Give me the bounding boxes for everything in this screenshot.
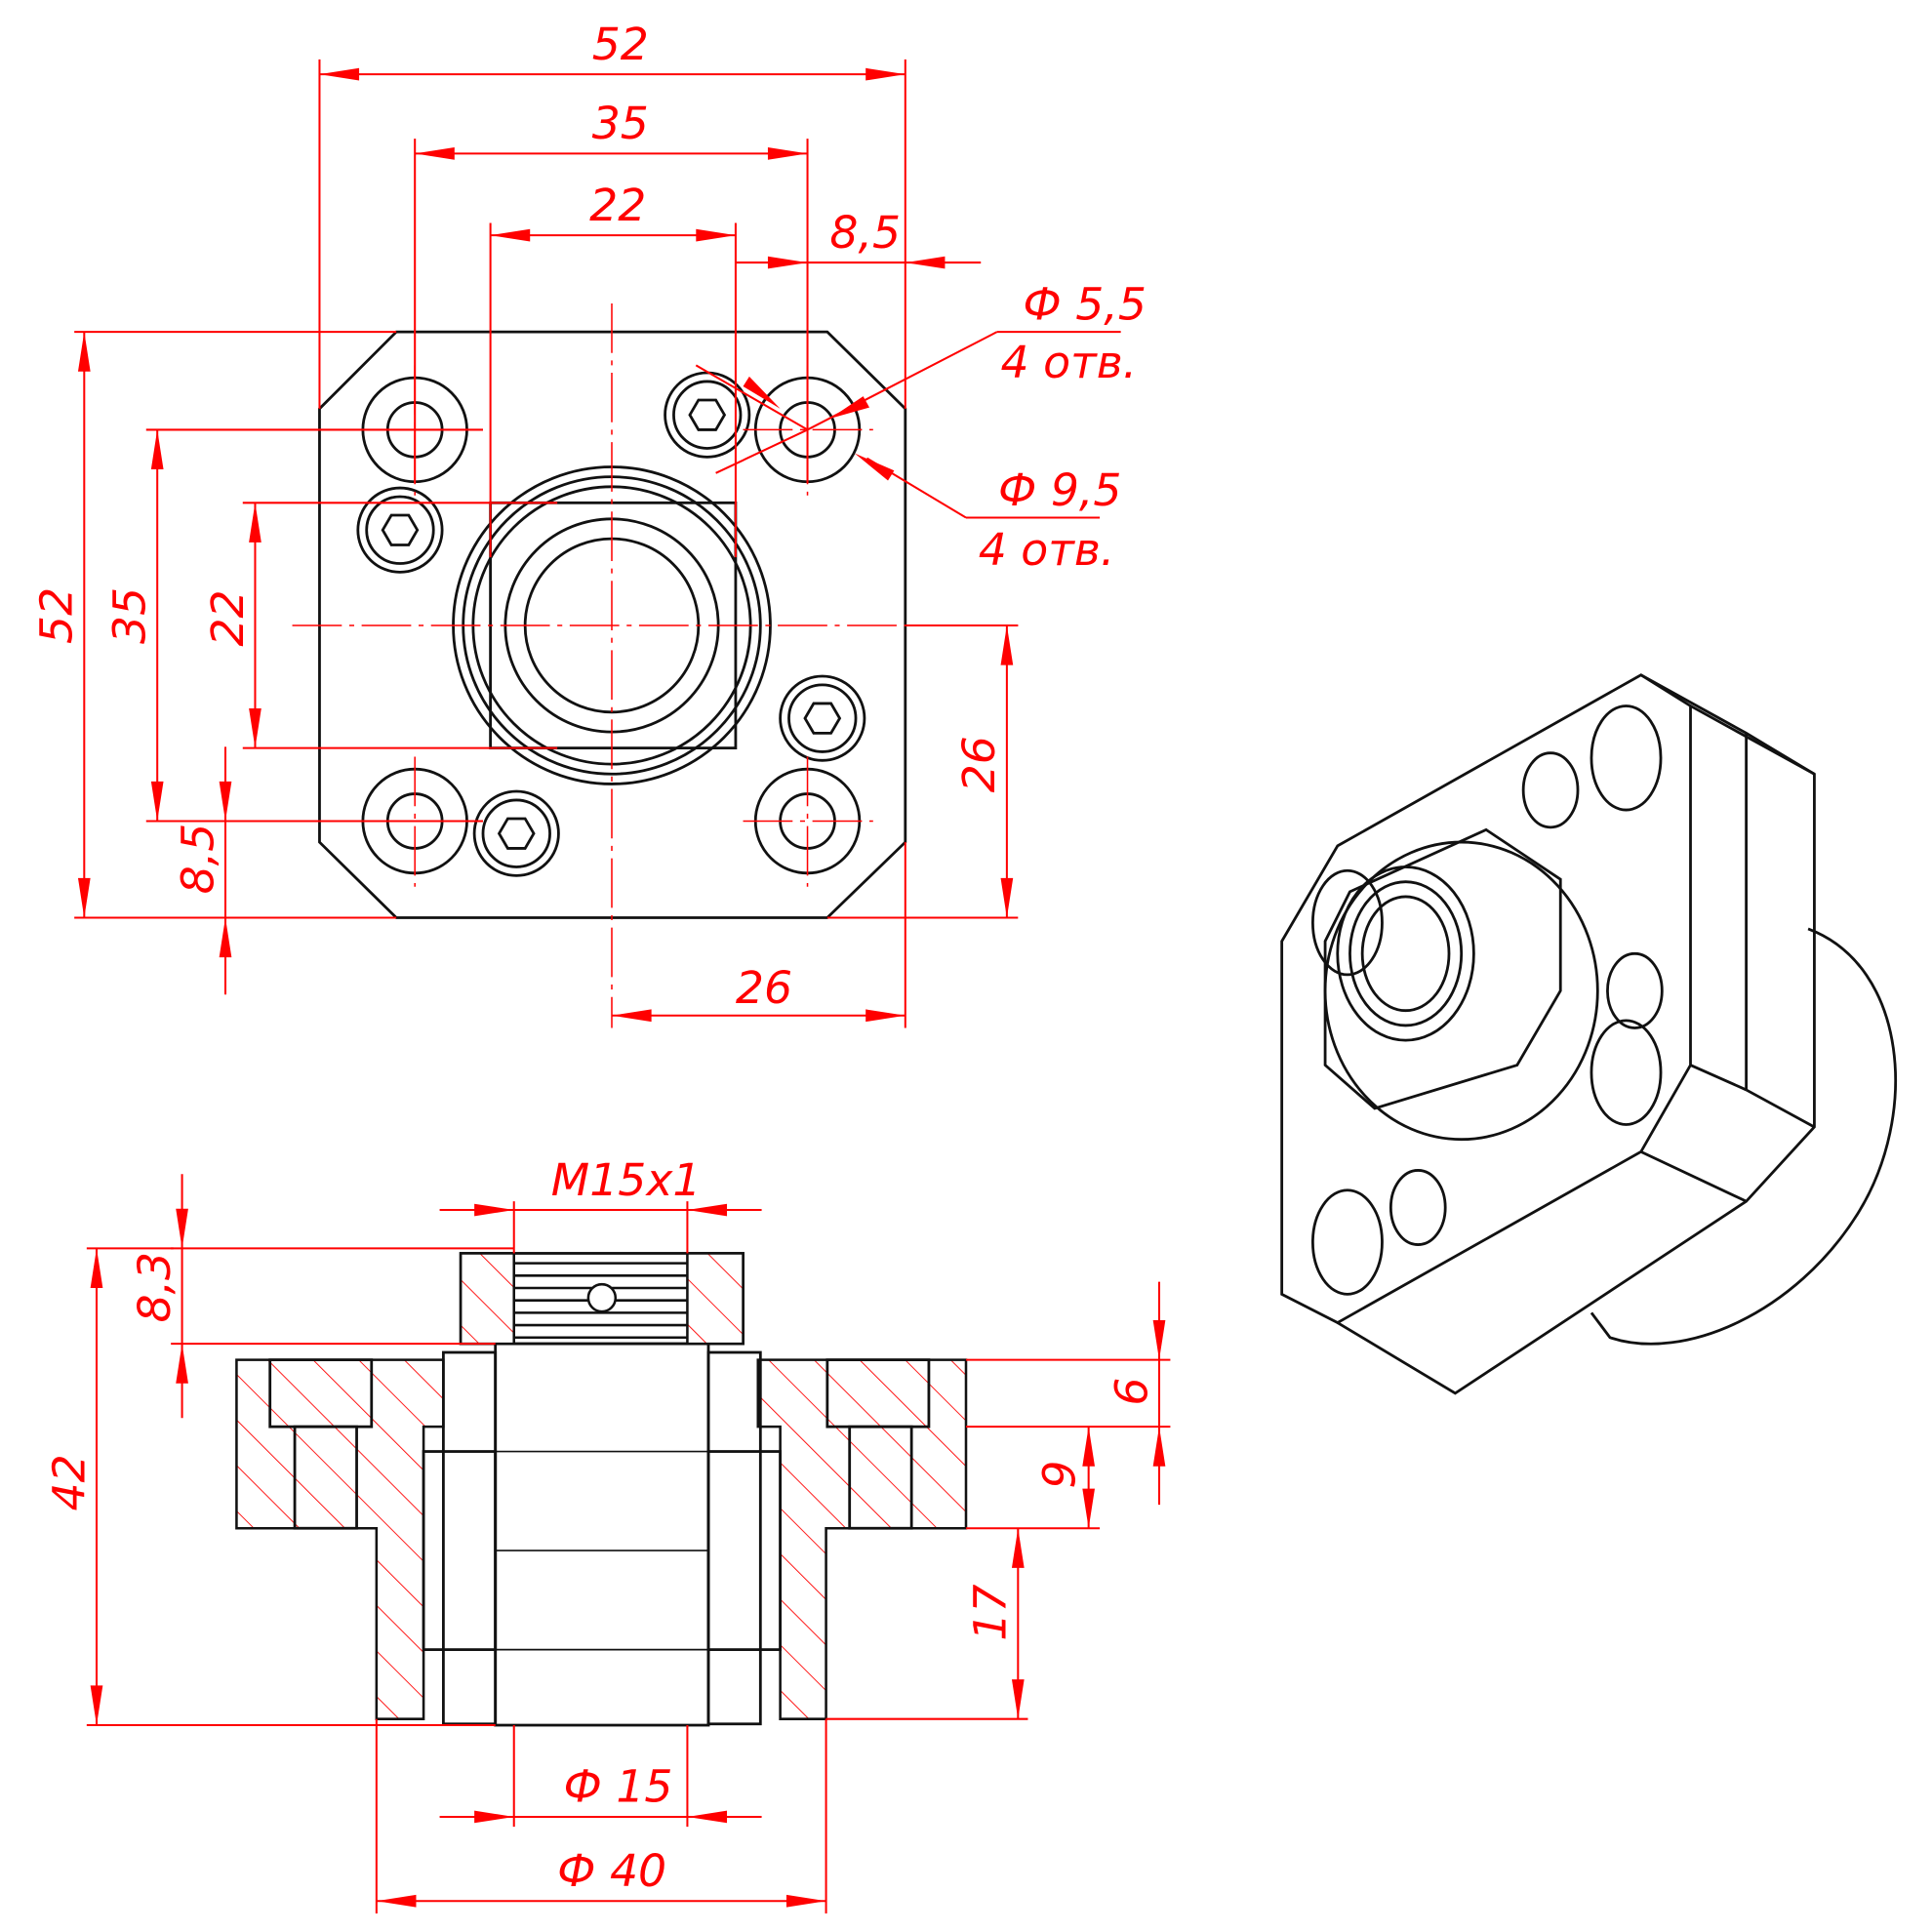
dim-bore: Ф 15 <box>564 1761 673 1813</box>
section-view: M15x1 8,3 42 6 9 17 Ф 15 Ф 40 <box>43 1154 1171 1913</box>
dim-height-holes: 35 <box>104 587 156 644</box>
dim-width-holes: 35 <box>592 98 649 149</box>
iso-locknut <box>1323 827 1562 1110</box>
dim-flange: 9 <box>1034 1461 1086 1489</box>
hole-large-count: 4 отв. <box>979 524 1115 576</box>
isometric-view <box>1280 673 1898 1395</box>
front-view: 52 35 22 8,5 Ф 5,5 4 отв. Ф 9,5 4 отв. 5… <box>31 19 1147 1028</box>
housing-left-section <box>235 1358 445 1720</box>
dim-hole-offset-x: 8,5 <box>829 207 901 259</box>
hole-large-diameter: Ф 9,5 <box>998 464 1122 516</box>
dim-center-to-edge-y: 26 <box>953 736 1005 792</box>
dimension-lines-top <box>318 59 982 558</box>
thread-label: M15x1 <box>551 1154 702 1206</box>
shaft <box>494 1342 710 1727</box>
dim-flange-top: 6 <box>1106 1377 1157 1405</box>
dim-width-overall: 52 <box>592 19 649 70</box>
section-dimensions <box>86 1174 1171 1913</box>
dim-height-overall: 52 <box>31 587 83 644</box>
socket-screws <box>356 371 866 877</box>
dim-height-inner: 22 <box>202 589 254 646</box>
flange-front-face <box>1280 673 1692 1325</box>
dim-body-diameter: Ф 40 <box>557 1845 666 1897</box>
dim-body: 17 <box>965 1585 1017 1641</box>
dim-total-height: 42 <box>43 1454 95 1510</box>
dim-center-to-edge-x: 26 <box>736 962 792 1014</box>
hole-leaders <box>695 331 1121 519</box>
dimension-lines-left <box>74 331 1019 1028</box>
hole-small-diameter: Ф 5,5 <box>1023 278 1147 330</box>
hole-small-count: 4 отв. <box>1001 337 1138 388</box>
dim-width-inner: 22 <box>589 180 646 231</box>
centerlines <box>292 302 1019 1028</box>
dim-nut-height: 8,3 <box>129 1252 181 1323</box>
housing-right-section <box>756 1358 968 1720</box>
dim-hole-offset-y: 8,5 <box>172 824 223 895</box>
